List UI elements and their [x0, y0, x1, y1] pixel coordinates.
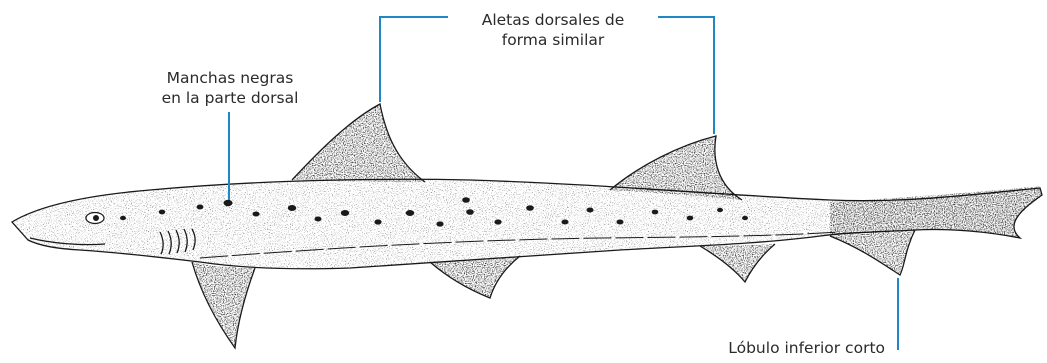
head: [29, 211, 196, 255]
dorsal-spots: [120, 197, 748, 227]
mouth: [29, 237, 106, 246]
gill-slits: [159, 228, 196, 255]
label-dorsal-fins: Aletas dorsales de forma similar: [448, 10, 658, 50]
anal-fin: [699, 243, 776, 284]
label-dorsal-spots-line2: en la parte dorsal: [161, 89, 299, 107]
second-dorsal-fin: [609, 135, 743, 201]
pectoral-fin: [191, 261, 256, 350]
label-lower-lobe-line1: Lóbulo inferior corto: [728, 339, 885, 357]
shark-body: [10, 178, 1043, 270]
label-dorsal-spots-line1: Manchas negras: [166, 69, 294, 87]
leader-lines: [228, 16, 899, 350]
caudal-fin: [829, 186, 1042, 276]
label-dorsal-spots: Manchas negras en la parte dorsal: [140, 68, 320, 108]
label-lower-lobe: Lóbulo inferior corto: [675, 338, 885, 358]
first-dorsal-fin: [291, 103, 426, 183]
label-dorsal-fins-line1: Aletas dorsales de: [481, 11, 625, 29]
leader-dorsal-fins: [379, 16, 448, 102]
lateral-line: [199, 231, 841, 259]
pelvic-fin: [429, 255, 521, 299]
label-dorsal-fins-line2: forma similar: [501, 31, 605, 49]
